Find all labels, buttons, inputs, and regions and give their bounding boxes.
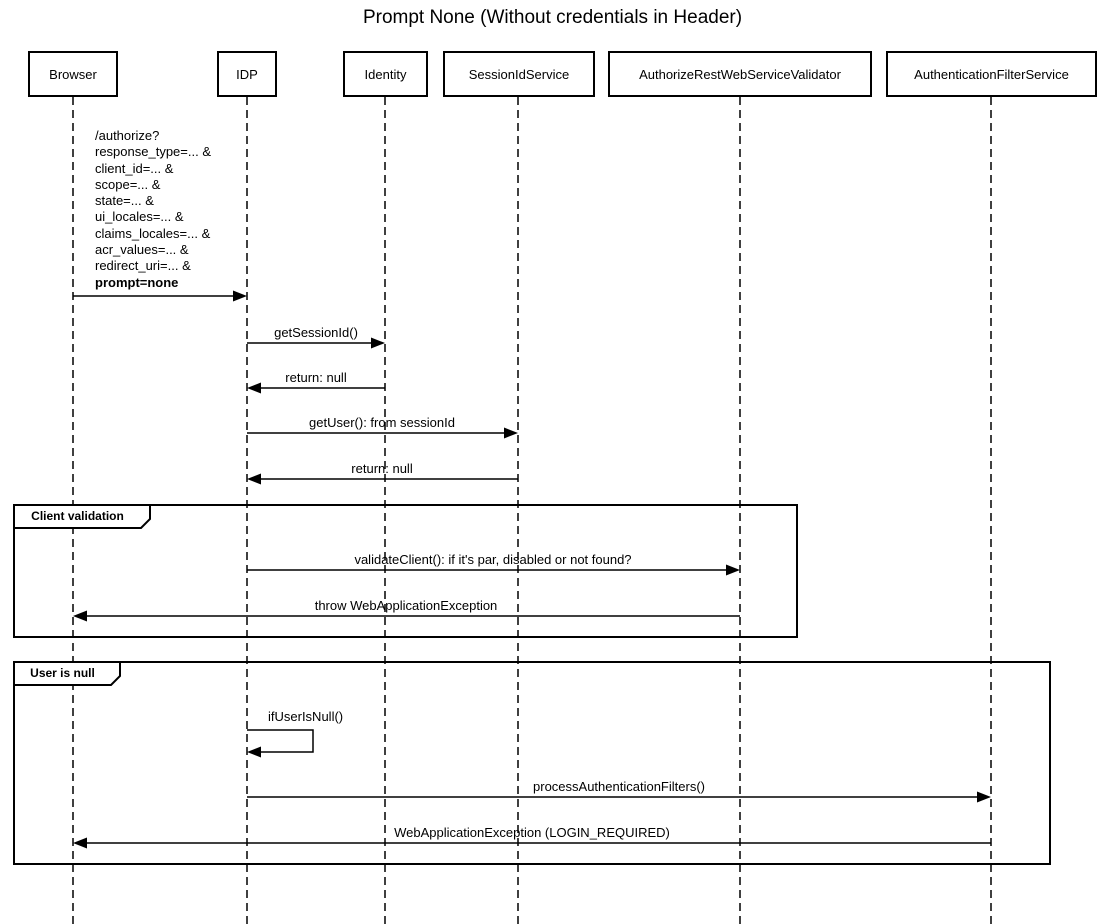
message-authorize-request-params: /authorize? response_type=... & client_i… — [95, 128, 211, 274]
frame-tab-client-validation — [13, 504, 151, 529]
participant-browser-label: Browser — [49, 66, 97, 82]
participant-sessionidservice-label: SessionIdService — [468, 66, 570, 82]
message-return-null-1: return: null — [285, 370, 347, 385]
frame-user-is-null — [13, 661, 1051, 865]
arrowhead-return-null-2 — [247, 473, 261, 485]
message-process-auth-filters: processAuthenticationFilters() — [533, 779, 705, 794]
message-login-required-exception: WebApplicationException (LOGIN_REQUIRED) — [394, 825, 670, 840]
arrowhead-return-null-1 — [247, 382, 261, 394]
message-return-null-2: return: null — [351, 461, 413, 476]
arrowhead-login-required-exception — [73, 837, 87, 849]
message-if-user-is-null: ifUserIsNull() — [268, 709, 344, 724]
participant-authenticationfilterservice-label: AuthenticationFilterService — [914, 66, 1069, 82]
diagram-title: Prompt None (Without credentials in Head… — [362, 7, 743, 28]
message-throw-exception: throw WebApplicationException — [314, 598, 498, 613]
frame-label-user-is-null: User is null — [30, 666, 95, 680]
participant-authorizerestwebservicevalidator-label: AuthorizeRestWebServiceValidator — [639, 66, 841, 82]
message-authorize-request: /authorize? response_type=... & client_i… — [95, 128, 211, 291]
participant-authorizerestwebservicevalidator: AuthorizeRestWebServiceValidator — [608, 51, 872, 97]
participant-identity-label: Identity — [364, 66, 407, 82]
arrow-if-user-is-null — [247, 729, 314, 753]
arrowhead-get-user — [504, 427, 518, 439]
frame-tab-user-is-null — [13, 661, 121, 686]
arrowhead-authorize-request — [233, 290, 247, 302]
participant-identity: Identity — [343, 51, 428, 97]
message-get-user: getUser(): from sessionId — [309, 415, 455, 430]
frame-label-client-validation: Client validation — [31, 509, 124, 523]
arrowhead-throw-exception — [73, 610, 87, 622]
participant-browser: Browser — [28, 51, 118, 97]
message-validate-client: validateClient(): if it's par, disabled … — [354, 552, 632, 567]
arrowhead-if-user-is-null — [247, 746, 261, 758]
arrowhead-process-auth-filters — [977, 791, 991, 803]
arrowhead-get-session-id — [371, 337, 385, 349]
participant-sessionidservice: SessionIdService — [443, 51, 595, 97]
participant-authenticationfilterservice: AuthenticationFilterService — [886, 51, 1097, 97]
message-authorize-request-prompt-none: prompt=none — [95, 274, 179, 290]
frame-client-validation — [13, 504, 798, 638]
participant-idp-label: IDP — [236, 66, 258, 82]
participant-idp: IDP — [217, 51, 277, 97]
message-get-session-id: getSessionId() — [274, 325, 358, 340]
arrowhead-validate-client — [726, 564, 740, 576]
